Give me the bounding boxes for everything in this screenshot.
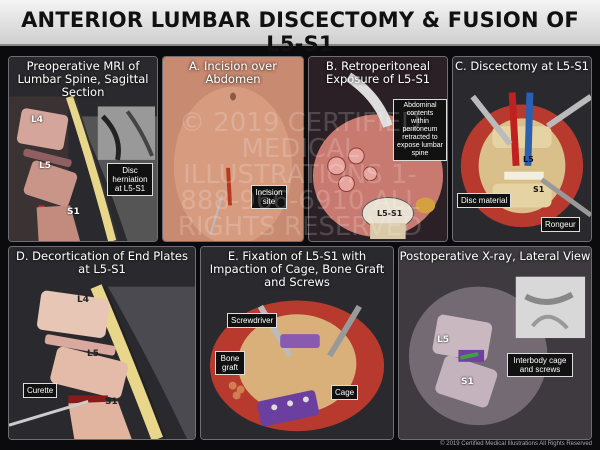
panel-f-title: Postoperative X-ray, Lateral View bbox=[399, 249, 591, 263]
vertebra-label-s1: S1 bbox=[105, 397, 118, 407]
vertebra-label-s1: S1 bbox=[461, 377, 474, 387]
disc-herniation-label: Disc herniation at L5-S1 bbox=[107, 163, 153, 196]
vertebra-label-l4: L4 bbox=[77, 295, 89, 305]
panel-c: C. Discectomy at L5-S1 L5 S1 Disc materi… bbox=[452, 56, 592, 242]
xray-illustration bbox=[399, 247, 591, 439]
footer-copyright: © 2019 Certified Medical Illustrations A… bbox=[440, 441, 592, 447]
vertebra-label-l5: L5 bbox=[39, 161, 51, 171]
panel-c-title: C. Discectomy at L5-S1 bbox=[454, 59, 589, 73]
panel-d: D. Decortication of End Plates at L5-S1 … bbox=[8, 246, 196, 440]
vertebra-label-l5: L5 bbox=[87, 349, 99, 359]
disc-material-label: Disc material bbox=[457, 193, 512, 208]
screwdriver-label: Screwdriver bbox=[227, 313, 278, 328]
vertebra-label-l4: L4 bbox=[31, 115, 43, 125]
vertebra-label-s1: S1 bbox=[533, 185, 545, 194]
panel-f: Postoperative X-ray, Lateral View L5 S1 … bbox=[398, 246, 592, 440]
rongeur-label: Rongeur bbox=[541, 217, 580, 232]
panel-b-title: B. Retroperitoneal Exposure of L5-S1 bbox=[325, 59, 431, 86]
panel-e-title: E. Fixation of L5-S1 with Impaction of C… bbox=[209, 249, 385, 289]
vertebra-label-s1: S1 bbox=[67, 207, 80, 217]
panel-a: A. Incision over Abdomen Incision site bbox=[162, 56, 304, 242]
page-title: ANTERIOR LUMBAR DISCECTOMY & FUSION OF L… bbox=[21, 8, 579, 56]
interbody-cage-label: Interbody cage and screws bbox=[507, 353, 573, 377]
decortication-illustration bbox=[9, 247, 195, 439]
panel-mri-title: Preoperative MRI of Lumbar Spine, Sagitt… bbox=[17, 59, 149, 99]
vertebra-label-l5: L5 bbox=[523, 155, 534, 164]
bone-graft-label: Bone graft bbox=[215, 351, 245, 375]
title-bar: ANTERIOR LUMBAR DISCECTOMY & FUSION OF L… bbox=[0, 0, 600, 56]
curette-label: Curette bbox=[23, 383, 58, 398]
panel-e: E. Fixation of L5-S1 with Impaction of C… bbox=[200, 246, 394, 440]
panel-b: B. Retroperitoneal Exposure of L5-S1 Abd… bbox=[308, 56, 448, 242]
panel-mri: Preoperative MRI of Lumbar Spine, Sagitt… bbox=[8, 56, 158, 242]
panel-a-title: A. Incision over Abdomen bbox=[189, 59, 277, 86]
panel-d-title: D. Decortication of End Plates at L5-S1 bbox=[16, 249, 188, 276]
incision-site-label: Incision site bbox=[251, 185, 287, 209]
vertebra-label-l5: L5 bbox=[437, 335, 449, 345]
discectomy-illustration bbox=[453, 57, 591, 241]
vertebra-label-l5-s1: L5-S1 bbox=[377, 209, 403, 218]
cage-label: Cage bbox=[331, 385, 359, 400]
mri-illustration bbox=[9, 57, 157, 241]
abdominal-contents-label: Abdominal contents within peritoneum ret… bbox=[393, 99, 447, 161]
